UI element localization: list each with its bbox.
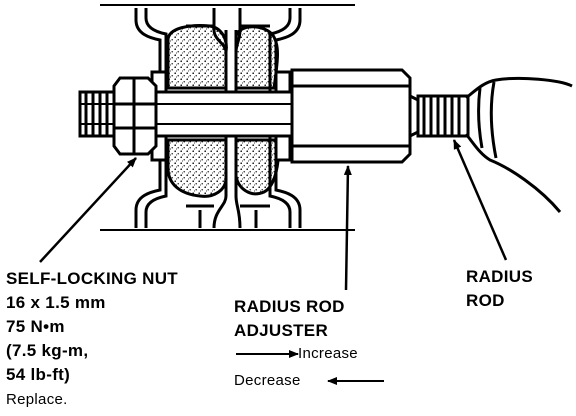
- nut-pointer: [39, 157, 137, 263]
- rod-label-line1: RADIUS: [466, 267, 533, 286]
- nut-torque-nm-label: 75 N•m: [6, 317, 65, 336]
- self-locking-nut: [112, 76, 158, 156]
- pointer-lines: [39, 139, 508, 291]
- radius-rod-thread: [416, 94, 470, 138]
- rod-label-line2: ROD: [466, 291, 505, 310]
- nut-note-label: Replace.: [6, 391, 68, 408]
- rod-pointer: [452, 139, 508, 261]
- direction-arrows: [236, 350, 384, 385]
- radius-rod-adjuster: [290, 68, 420, 164]
- radius-rod: [464, 76, 573, 213]
- adjuster-label-line1: RADIUS ROD: [234, 297, 345, 316]
- nut-name-label: SELF-LOCKING NUT: [6, 269, 178, 288]
- nut-torque-kgm-label: (7.5 kg-m,: [6, 341, 89, 360]
- frame-lines: [100, 4, 355, 231]
- increase-label: Increase: [298, 345, 358, 362]
- nut-torque-lbft-label: 54 lb-ft): [6, 365, 71, 384]
- adjuster-label-line2: ADJUSTER: [234, 321, 329, 340]
- decrease-label: Decrease: [234, 372, 301, 389]
- adjuster-pointer: [343, 165, 352, 291]
- rubber-bushing: [166, 24, 280, 198]
- nut-size-label: 16 x 1.5 mm: [6, 293, 106, 312]
